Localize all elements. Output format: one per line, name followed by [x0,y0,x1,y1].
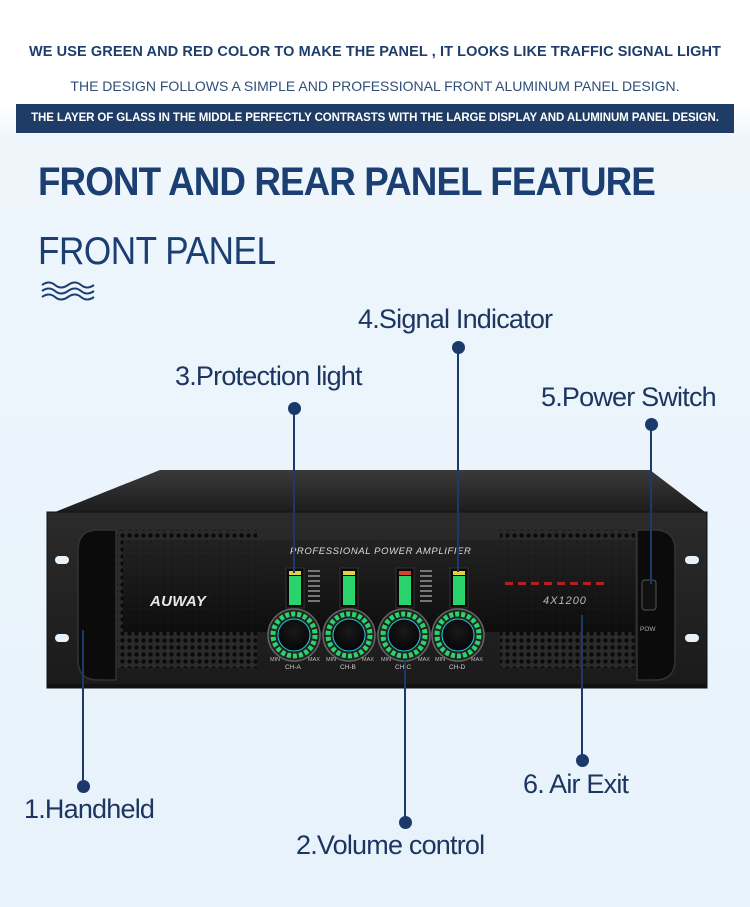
callout-air-exit: 6. Air Exit [523,769,629,799]
channel-label-c: CH-C [395,664,411,671]
callout-line-protection [293,408,295,573]
glass-layer-banner: THE LAYER OF GLASS IN THE MIDDLE PERFECT… [16,104,734,133]
callout-line-handheld [82,630,84,780]
knob-a-min: MIN [270,657,281,663]
knob-a-max: MAX [308,657,320,663]
callout-power-switch: 5.Power Switch [541,382,717,412]
channel-label-b: CH-B [340,664,356,671]
power-label: POW [640,626,656,633]
power-switch [641,579,657,611]
top-cover [55,470,705,512]
callout-dot-handheld [77,780,90,793]
headline-panel-design: THE DESIGN FOLLOWS A SIMPLE AND PROFESSI… [70,78,680,94]
knob-b-max: MAX [362,657,374,663]
callout-handheld: 1.Handheld [24,794,155,824]
red-led-row [505,582,604,585]
section-subtitle: FRONT PANEL [38,230,276,273]
section-title: FRONT AND REAR PANEL FEATURE [38,160,656,204]
knob-c-max: MAX [418,657,430,663]
callout-line-volume [404,660,406,820]
channel-label-d: CH-D [449,664,466,671]
callout-signal-indicator: 4.Signal Indicator [358,304,553,334]
callout-protection-light: 3.Protection light [175,361,363,391]
brand-logo: AUWAY [150,593,207,610]
knob-c-min: MIN [381,657,392,663]
callout-dot-volume [399,816,412,829]
volume-knobs [267,608,485,662]
channel-label-a: CH-A [285,664,301,671]
knob-d-min: MIN [435,657,446,663]
signal-meters [285,567,469,609]
callout-line-air [581,615,583,760]
callout-line-power [650,424,652,584]
knob-b-min: MIN [326,657,337,663]
model-label: 4X1200 [543,595,587,607]
glass-panel [123,540,635,632]
knob-d-max: MAX [471,657,483,663]
callout-volume-control: 2.Volume control [296,830,485,860]
callout-line-signal [457,347,459,572]
left-handle [77,529,117,681]
headline-traffic-light: WE USE GREEN AND RED COLOR TO MAKE THE P… [28,44,722,60]
amp-banner-text: PROFESSIONAL POWER AMPLIFIER [290,546,472,557]
wave-icon [41,281,95,301]
callout-dot-air [576,754,589,767]
